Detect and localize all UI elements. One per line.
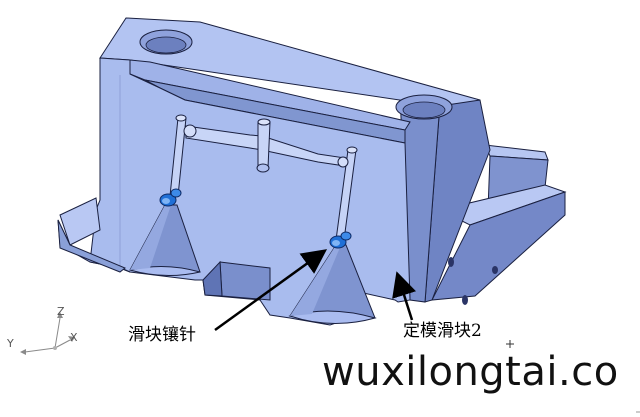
main-block-top-face <box>99 17 481 120</box>
right-step-block <box>431 144 567 305</box>
site-watermark: wuxilongtai.co <box>322 349 619 395</box>
left-cone <box>129 204 201 277</box>
axis-label-x: X <box>70 331 78 344</box>
axis-label-z: Z <box>57 305 65 318</box>
callout-arrow-slider-insert <box>214 249 328 332</box>
bottom-notch <box>202 260 271 301</box>
main-block-right-face <box>399 96 491 303</box>
right-pin-head[interactable] <box>329 231 352 249</box>
callout-label-slider-insert: 滑块镶针 <box>128 325 196 345</box>
callout-arrow-fixed-slider <box>392 271 416 321</box>
crosshair-marker <box>506 340 514 348</box>
left-pin-head[interactable] <box>159 188 182 207</box>
callout-label-fixed-mold-slider: 定模滑块2 <box>403 321 482 341</box>
axis-triad <box>20 312 75 355</box>
runner-system <box>169 114 358 241</box>
right-cone <box>288 244 377 324</box>
axis-label-y: Y <box>7 337 14 350</box>
left-bottom-flange <box>57 197 131 273</box>
